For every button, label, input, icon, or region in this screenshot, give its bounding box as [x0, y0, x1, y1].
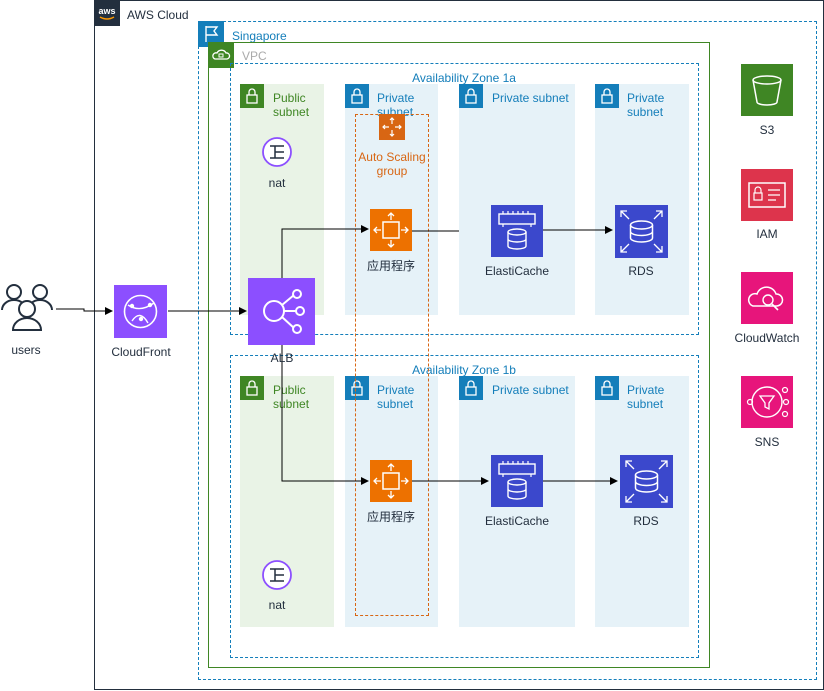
rds-icon: [620, 455, 673, 508]
cloudwatch-label: CloudWatch: [734, 331, 800, 345]
rds-label: RDS: [628, 264, 654, 278]
auto-scaling-icon: [379, 114, 405, 140]
private-subnet-lock-icon: [459, 376, 483, 400]
zone-1b-label: Availability Zone 1b: [412, 363, 516, 377]
svg-text:aws: aws: [98, 6, 115, 16]
rds-icon: [615, 205, 668, 258]
s3-bucket-icon: [741, 64, 793, 116]
elasticache-icon: [491, 455, 543, 507]
users-label: users: [11, 343, 41, 357]
subnet-label: Private subnet: [492, 91, 569, 105]
iam-icon: [741, 169, 793, 221]
subnet-label: Private subnet: [627, 383, 665, 411]
subnet-label: Private subnet: [627, 91, 665, 119]
app-ec2-icon: [370, 460, 412, 502]
app-label: 应用程序: [366, 510, 416, 524]
region-container: [198, 21, 817, 680]
nat-label: nat: [268, 176, 286, 190]
subnet-label: Private subnet: [492, 383, 569, 397]
iam-label: IAM: [756, 227, 778, 241]
private-subnet-lock-icon: [459, 84, 483, 108]
nat-gateway-icon: [262, 560, 292, 590]
private-subnet-1a-cache: [459, 84, 575, 315]
edge-users-cloudfront: [56, 307, 113, 315]
cloudfront-label: CloudFront: [111, 345, 171, 359]
sns-label: SNS: [754, 435, 780, 449]
app-ec2-icon: [370, 209, 412, 251]
public-subnet-lock-icon: [240, 84, 264, 108]
public-subnet-lock-icon: [240, 376, 264, 400]
app-label: 应用程序: [366, 259, 416, 273]
region-label: Singapore: [232, 29, 287, 43]
private-subnet-lock-icon: [595, 376, 619, 400]
aws-logo-icon: aws: [94, 0, 120, 26]
elasticache-icon: [491, 205, 543, 257]
availability-zone-1b: [230, 355, 699, 658]
cloudwatch-icon: [741, 272, 793, 324]
private-subnet-1a-db: [595, 84, 689, 315]
aws-cloud-label: AWS Cloud: [127, 8, 189, 22]
edge-alb-app-1a: [281, 225, 369, 278]
private-subnet-lock-icon: [345, 376, 369, 400]
rds-label: RDS: [633, 514, 659, 528]
nat-label: nat: [268, 598, 286, 612]
alb-label: ALB: [270, 351, 294, 365]
edge-alb-app-1b: [281, 345, 369, 485]
zone-1a-label: Availability Zone 1a: [412, 71, 516, 85]
vpc-container: [208, 42, 710, 668]
vpc-label: VPC: [242, 49, 267, 63]
auto-scaling-label: Auto Scaling group: [358, 150, 426, 178]
cloudfront-icon: [114, 285, 167, 338]
s3-label: S3: [759, 123, 775, 137]
subnet-label: Private subnet: [377, 383, 415, 411]
private-subnet-lock-icon: [595, 84, 619, 108]
vpc-cloud-icon: [208, 42, 234, 68]
elasticache-label: ElastiCache: [484, 264, 550, 278]
sns-icon: [741, 376, 793, 428]
elasticache-label: ElastiCache: [484, 514, 550, 528]
users-icon: [1, 284, 53, 331]
alb-icon: [248, 278, 315, 345]
nat-gateway-icon: [262, 137, 292, 167]
private-subnet-lock-icon: [345, 84, 369, 108]
subnet-label: Public subnet: [273, 91, 310, 119]
availability-zone-1a: [230, 63, 699, 335]
